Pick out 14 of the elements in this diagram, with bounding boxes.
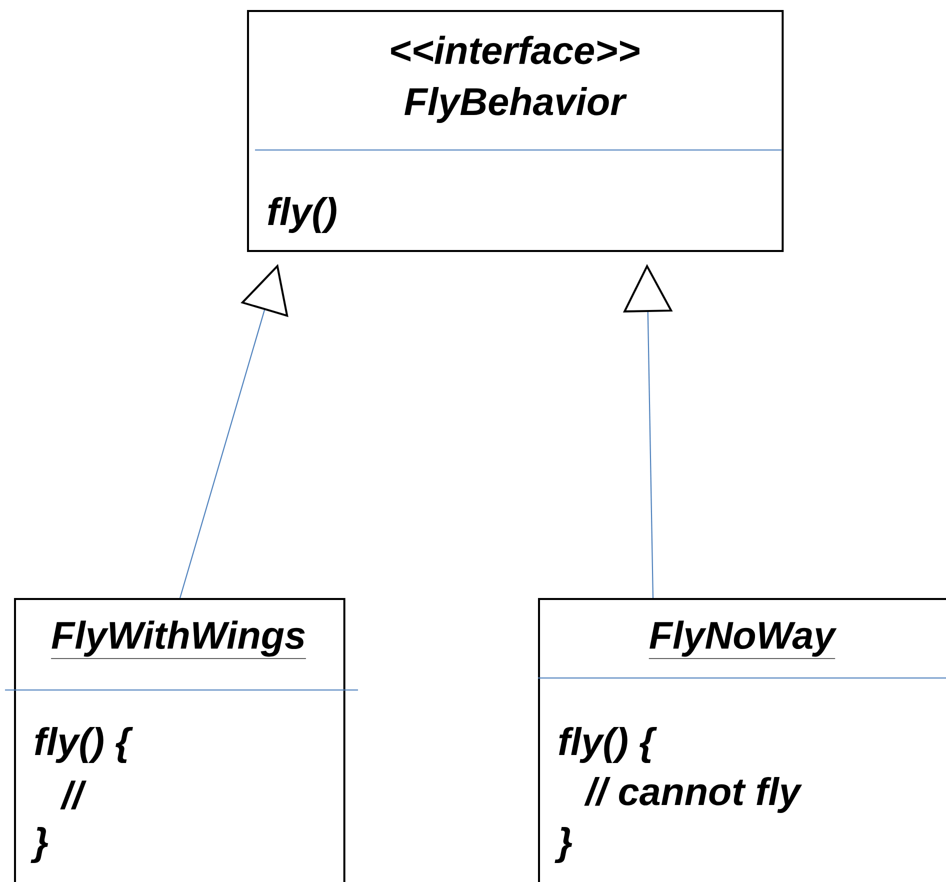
code-line: } — [554, 826, 572, 864]
class-name: FlyBehavior — [404, 86, 627, 124]
method-name: fly() — [268, 196, 336, 234]
code-line: fly() { — [35, 726, 133, 764]
code-line: fly() { — [559, 726, 657, 764]
class-name: FlyWithWings — [50, 620, 306, 659]
class-box — [247, 10, 784, 252]
code-line: } — [30, 826, 48, 864]
code-line: // cannot fly — [584, 776, 802, 814]
code-line: // — [60, 780, 86, 810]
class-name: FlyNoWay — [648, 620, 837, 659]
class-box — [5, 598, 358, 882]
stereotype-label: <<interface>> — [391, 36, 640, 64]
class-box — [538, 598, 946, 882]
